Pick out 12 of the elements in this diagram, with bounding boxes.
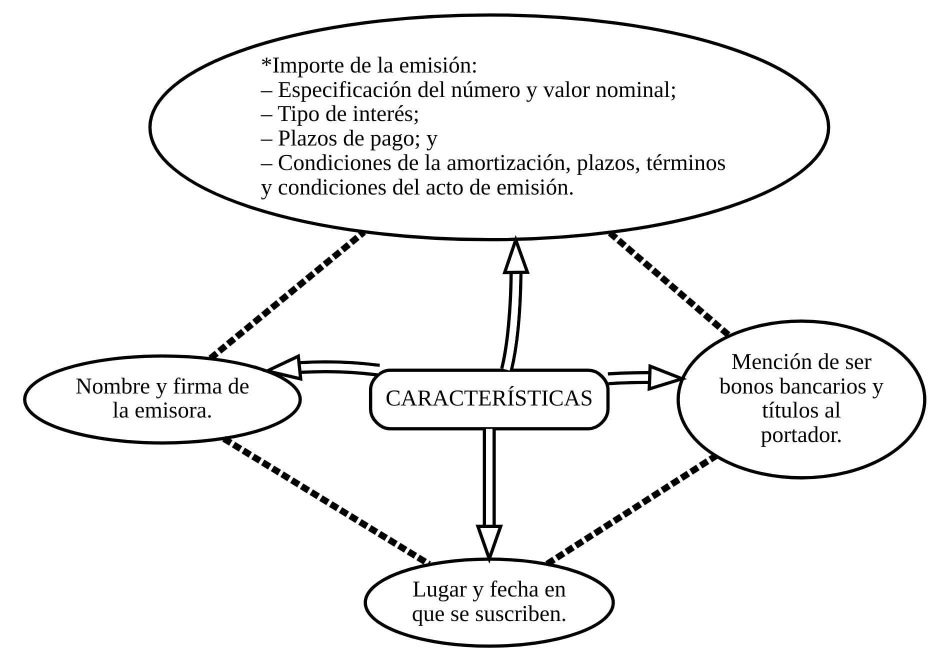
arrow [500,234,530,372]
node-ellipse: Mención de ser bonos bancarios y títulos al portador. [676,320,926,480]
node-ellipse: *Importe de la emisión: – Especificación del número y valor nominal; – Tipo de interés; – Plazos de pago; y – Condiciones de la amortización, plazos, términos y condiciones del acto de emisión. [148,13,830,242]
connector [208,230,366,361]
node-box: CARACTERÍSTICAS [368,368,610,430]
arrow [607,364,687,392]
arrow [262,354,380,381]
connector [544,453,717,567]
connector [222,436,430,568]
node-ellipse: Lugar y fecha en que se suscriben. [363,558,614,648]
arrow [475,428,502,564]
connector [607,230,731,338]
